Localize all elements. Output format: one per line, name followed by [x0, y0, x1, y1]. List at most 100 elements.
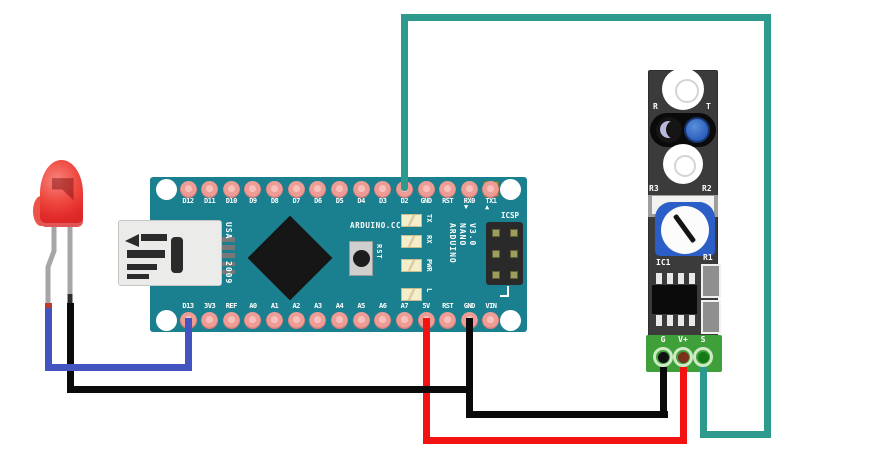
r1-label: R1 [703, 253, 713, 262]
pin-label-a1: A1 [270, 302, 279, 310]
signal-wire-segment[interactable] [401, 14, 771, 21]
pin-d5[interactable] [330, 180, 348, 198]
icsp-pin [509, 228, 518, 237]
terminal-screw-g[interactable] [653, 347, 673, 367]
led-cathode-wire-segment[interactable] [66, 303, 74, 393]
usb-solder-pin [222, 269, 235, 275]
pin-label-d8: D8 [270, 197, 279, 205]
led-anode-wire-segment[interactable] [44, 364, 192, 371]
led-anode-band [44, 303, 52, 309]
pin-a5[interactable] [352, 311, 370, 329]
pin-label-gnd: GND [463, 302, 476, 310]
pin-label-gnd: GND [420, 197, 432, 205]
pin-a0[interactable] [244, 311, 262, 329]
pin-label-a2: A2 [292, 302, 300, 310]
pin-rst[interactable] [439, 311, 457, 329]
pin-rx0[interactable] [460, 180, 478, 198]
icsp-pin [509, 270, 518, 279]
terminal-label-vplus: V+ [678, 335, 688, 344]
pin-rst[interactable] [439, 180, 457, 198]
indicator-label-pwr: PWR [425, 259, 433, 272]
pin-a7[interactable] [395, 311, 413, 329]
receiver-label: R [653, 102, 658, 111]
power-wire-segment[interactable] [422, 437, 687, 444]
pin-label-a4: A4 [335, 302, 344, 310]
pin-label-d11: D11 [204, 197, 216, 205]
pin-a1[interactable] [266, 311, 284, 329]
indicator-led-rx [401, 235, 422, 248]
pin-d4[interactable] [352, 180, 370, 198]
pin-3v3[interactable] [201, 311, 219, 329]
pin-d12[interactable] [179, 180, 197, 198]
pin-label-rst: RST [442, 197, 454, 205]
icsp-pin [491, 228, 500, 237]
icsp-pin [491, 270, 500, 279]
pin-a2[interactable] [287, 311, 305, 329]
board-name: ARDUINO NANO V3.0 [448, 223, 477, 264]
ic-pin [667, 273, 673, 284]
pin-ref[interactable] [222, 311, 240, 329]
led-cathode-wire-segment[interactable] [66, 386, 473, 393]
signal-wire-segment[interactable] [699, 367, 707, 438]
tx-marker: ▲ [485, 203, 490, 211]
pin-label-d4: D4 [357, 197, 365, 205]
terminal-screw-vplus[interactable] [673, 347, 693, 367]
led-anode-wire-segment[interactable] [184, 318, 192, 371]
icsp-pin [491, 249, 500, 258]
pin-label-d9: D9 [249, 197, 257, 205]
pin-label-d6: D6 [314, 197, 322, 205]
usb-text-usa: USA [224, 222, 233, 240]
r3-label: R3 [649, 184, 659, 193]
ir-receiver-shade [666, 120, 682, 139]
ic-pin [656, 273, 662, 284]
power-wire-segment[interactable] [422, 318, 430, 444]
ground-wire-segment[interactable] [465, 318, 473, 418]
pin-label-d2: D2 [400, 197, 409, 205]
signal-wire-segment[interactable] [764, 14, 771, 438]
terminal-hole [697, 351, 709, 363]
pin-vin[interactable] [482, 311, 500, 329]
pin-label-d13: D13 [182, 302, 194, 310]
power-wire-segment[interactable] [679, 367, 687, 444]
indicator-label-rx: RX [425, 235, 433, 244]
pin-d6[interactable] [309, 180, 327, 198]
pin-gnd[interactable] [417, 180, 435, 198]
signal-wire-segment[interactable] [401, 14, 408, 191]
pin-d10[interactable] [222, 180, 240, 198]
usb-solder-pin [222, 237, 235, 242]
pin-label-d12: D12 [182, 197, 194, 205]
indicator-led-pwr [401, 259, 422, 272]
pin-label-tx1: TX1 [485, 197, 497, 205]
signal-wire-segment[interactable] [699, 431, 771, 438]
red-led [0, 0, 110, 309]
pin-label-d3: D3 [379, 197, 387, 205]
terminal-screw-s[interactable] [693, 347, 713, 367]
pin-d9[interactable] [244, 180, 262, 198]
led-anode-wire-segment[interactable] [44, 308, 52, 371]
pin-label-vin: VIN [485, 302, 497, 310]
pin-a6[interactable] [374, 311, 392, 329]
reset-button-cap[interactable] [352, 249, 370, 267]
ground-wire-segment[interactable] [465, 411, 668, 418]
pin-a4[interactable] [330, 311, 348, 329]
pin-d8[interactable] [266, 180, 284, 198]
ir-receiver-led [656, 117, 682, 143]
pin-label-a0: A0 [249, 302, 257, 310]
pin-label-d10: D10 [225, 197, 238, 205]
ground-wire-segment[interactable] [659, 367, 667, 418]
usb-connector-marking [125, 234, 183, 279]
pin-label-5v: 5V [422, 302, 430, 310]
pin-label-a5: A5 [357, 302, 365, 310]
mounting-hole [500, 179, 521, 200]
pin-d7[interactable] [287, 180, 305, 198]
resistor-r1b [701, 300, 721, 334]
pin-d3[interactable] [374, 180, 392, 198]
pin-tx1[interactable] [482, 180, 500, 198]
ic-pin [689, 273, 695, 284]
pin-a3[interactable] [309, 311, 327, 329]
resistor-r1a [701, 264, 721, 298]
pin-d11[interactable] [201, 180, 219, 198]
transmitter-label: T [706, 102, 711, 111]
